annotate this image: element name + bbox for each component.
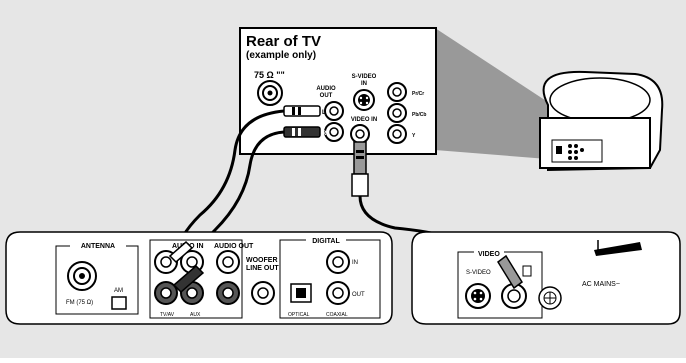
digital-out-label: OUT: [352, 292, 365, 298]
tvav-label: TV/AV: [160, 312, 175, 318]
tv-svideo-label-2: IN: [361, 81, 367, 87]
video-plug-tv: [351, 141, 369, 197]
am-label: AM: [114, 288, 123, 294]
audio-plug-receiver-white: [168, 240, 194, 264]
tv-y-label: Y: [412, 133, 416, 139]
fm-label: FM (75 Ω): [66, 300, 93, 306]
player-svideo-label: S-VIDEO: [466, 270, 491, 276]
view-beam: [435, 28, 560, 160]
player-video-label: VIDEO: [478, 251, 500, 258]
optical-label: OPTICAL: [288, 312, 310, 318]
antenna-label: ANTENNA: [81, 243, 115, 250]
tv-pb-label: Pb/Cb: [412, 112, 426, 118]
am-terminal: [111, 296, 127, 310]
coaxial-label: COAXIAL: [326, 312, 348, 318]
tv-antenna-label: 75 Ω "": [254, 70, 285, 80]
svg-text:R: R: [322, 131, 327, 137]
tv-panel-title: Rear of TV: [246, 33, 321, 50]
receiver-rear-panel: ANTENNA FM (75 Ω) AM AUDIO IN AUDIO OUT …: [5, 231, 393, 325]
woofer-label-2: LINE OUT: [246, 265, 279, 272]
tv-svideo-label-1: S-VIDEO: [352, 74, 377, 80]
tv-panel-subtitle: (example only): [246, 50, 316, 61]
aux-label: AUX: [190, 312, 201, 318]
tv-video-in-label: VIDEO IN: [351, 117, 377, 123]
tv-pr-label: Pr/Cr: [412, 91, 424, 97]
svg-text:L: L: [322, 110, 326, 116]
woofer-label-1: WOOFER: [246, 257, 278, 264]
audio-plug-receiver-dark: [172, 264, 205, 294]
video-plug-player: [497, 254, 532, 290]
vent-slot: [594, 242, 642, 256]
ac-mains-label: AC MAINS~: [582, 281, 620, 288]
audio-plug-left: L: [283, 105, 326, 117]
audio-out-label: AUDIO OUT: [214, 243, 254, 250]
audio-group-box: [149, 239, 243, 319]
digital-in-label: IN: [352, 260, 358, 266]
player-rear-panel: VIDEO S-VIDEO AC MAINS~: [411, 231, 681, 325]
digital-label: DIGITAL: [312, 238, 340, 245]
tv-audio-out-label-2: OUT: [320, 93, 333, 99]
tv-audio-out-label-1: AUDIO: [316, 86, 336, 92]
tv-illustration: [539, 70, 664, 172]
audio-plug-right: R: [283, 126, 327, 138]
